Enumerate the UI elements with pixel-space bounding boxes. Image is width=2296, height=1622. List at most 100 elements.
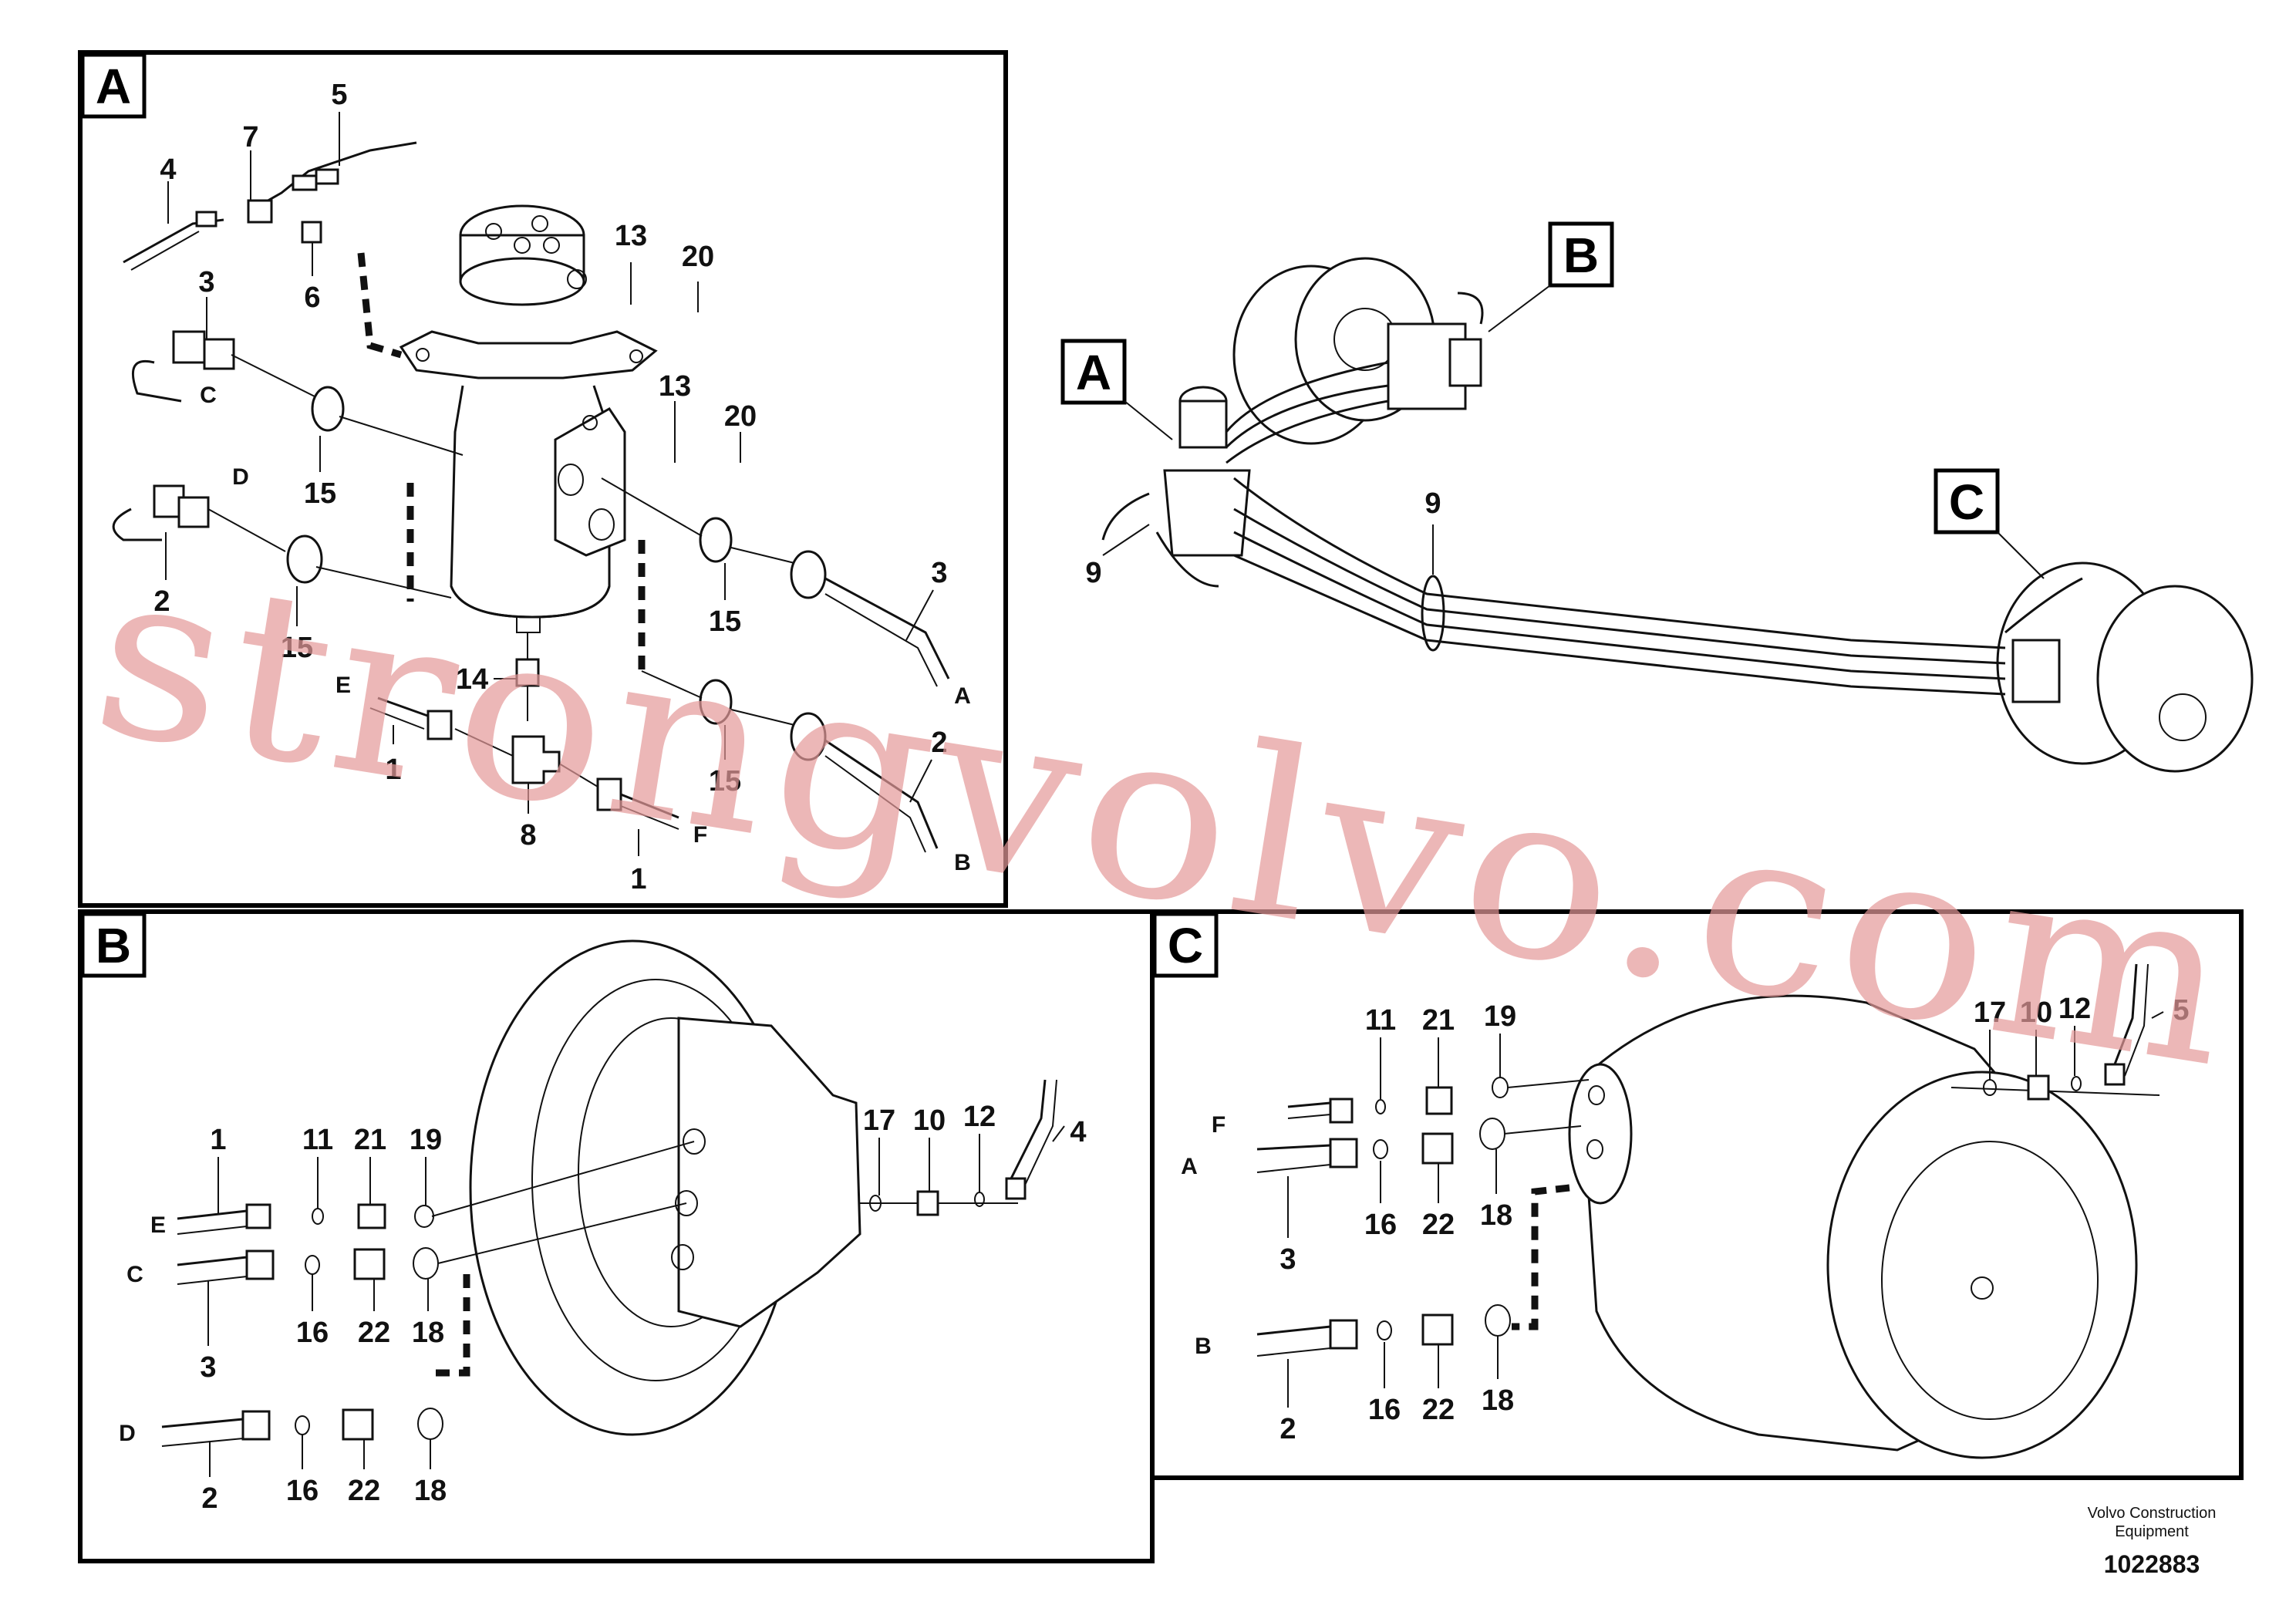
callout-c-2: 2 (1279, 1413, 1296, 1445)
panel-c-fittings (1256, 963, 2160, 1357)
panel-a-leaders (165, 112, 934, 856)
callout-b-12: 12 (963, 1101, 996, 1133)
callout-a-2-right: 2 (931, 727, 947, 759)
panel-b-badge-label: B (96, 918, 131, 973)
panel-b-dashed-link (432, 1274, 470, 1377)
callout-b-3: 3 (200, 1351, 216, 1384)
callout-c-16-lower: 16 (1368, 1394, 1401, 1426)
callout-b-16-upper: 16 (296, 1317, 329, 1349)
overview-motor-c (1996, 561, 2254, 773)
callout-b-22-upper: 22 (358, 1317, 390, 1349)
callout-a-1-left: 1 (385, 754, 401, 786)
callout-a-14: 14 (456, 663, 488, 696)
panel-c-dashed-link (1512, 1184, 1570, 1330)
panel-c-badge[interactable] (1152, 912, 1219, 978)
callout-c-22-upper: 22 (1422, 1209, 1455, 1241)
callout-c-3: 3 (1279, 1243, 1296, 1276)
callout-a-4: 4 (160, 153, 176, 186)
panel-b-badge[interactable] (80, 912, 147, 978)
callout-b-19: 19 (410, 1124, 442, 1156)
footer-brand-line1: Volvo Construction (2087, 1505, 2217, 1522)
panel-b: B (78, 909, 1155, 1563)
port-letter-a-a: A (954, 683, 971, 709)
panel-a-badge[interactable] (80, 52, 147, 119)
callout-c-22-lower: 22 (1422, 1394, 1455, 1426)
hose-assemblies (112, 141, 950, 853)
port-letter-c-a: A (1181, 1154, 1198, 1179)
footer-brand: Volvo Construction Equipment (2052, 1504, 2252, 1541)
port-letter-a-e: E (335, 673, 351, 698)
port-letter-b-c: C (126, 1262, 143, 1287)
callout-c-16-upper: 16 (1364, 1209, 1397, 1241)
callout-c-5: 5 (2173, 994, 2189, 1027)
callout-a-1-bottom: 1 (630, 863, 646, 895)
port-letter-c-f: F (1212, 1112, 1226, 1138)
callout-c-19: 19 (1484, 1000, 1516, 1033)
travel-motor-c (1568, 994, 2138, 1459)
callout-a-15-lower-left: 15 (281, 632, 313, 664)
callout-overview-9-clamp: 9 (1424, 487, 1441, 520)
callout-a-15-lower-right: 15 (709, 765, 741, 798)
overview-badge-a-label: A (1076, 345, 1111, 400)
callout-b-1: 1 (210, 1124, 226, 1156)
overview-badge-b-label: B (1563, 228, 1599, 283)
overview-hose-clamp (1421, 575, 1445, 652)
overview-badge-c[interactable] (1934, 468, 2000, 534)
callout-c-12: 12 (2058, 993, 2091, 1025)
callout-a-20-bottom: 20 (724, 400, 757, 433)
callout-b-2: 2 (201, 1482, 217, 1515)
callout-a-13-top: 13 (615, 220, 647, 252)
callout-a-13-bottom: 13 (659, 370, 691, 403)
callout-a-6: 6 (304, 282, 320, 314)
callout-b-11: 11 (302, 1124, 333, 1156)
panel-c-leaders (1287, 1011, 2164, 1408)
panel-c: C (1150, 909, 2244, 1480)
panel-c-frame (1150, 909, 2244, 1480)
panel-b-fittings (161, 1079, 1057, 1447)
dashed-link-top (357, 252, 403, 359)
callout-b-18-upper: 18 (412, 1317, 444, 1349)
overview-badge-c-label: C (1949, 474, 1984, 530)
panel-a-frame (78, 50, 1008, 908)
callout-b-10: 10 (913, 1104, 946, 1137)
callout-c-18-lower: 18 (1482, 1384, 1514, 1417)
port-letter-b-e: E (150, 1212, 166, 1238)
callout-c-11: 11 (1365, 1004, 1396, 1037)
callout-a-3-top: 3 (198, 266, 214, 298)
callout-overview-9-left: 9 (1085, 557, 1101, 589)
callout-a-15-upper-right: 15 (709, 605, 741, 638)
overview-badge-b[interactable] (1548, 221, 1614, 288)
watermark-text: strongvolvo.com (79, 516, 2254, 1120)
port-letter-c-b: B (1195, 1334, 1212, 1359)
drawing-number: 1022883 (2103, 1550, 2200, 1578)
travel-motor-b (469, 939, 861, 1436)
overview-motor-b (1232, 257, 1482, 445)
callout-a-8: 8 (520, 819, 536, 851)
overview-hose-bundle (1101, 292, 2083, 696)
callout-c-17: 17 (1974, 996, 2006, 1029)
port-letter-a-d: D (232, 464, 249, 490)
callout-b-22-lower: 22 (348, 1475, 380, 1507)
callout-b-17: 17 (863, 1104, 895, 1137)
footer-brand-line2: Equipment (2115, 1523, 2189, 1540)
callout-b-4: 4 (1070, 1116, 1086, 1148)
callout-c-18-upper: 18 (1480, 1199, 1512, 1232)
port-letter-a-b: B (954, 850, 971, 875)
callout-c-10: 10 (2020, 996, 2052, 1029)
callout-c-21: 21 (1422, 1004, 1455, 1037)
panel-a-badge-label: A (96, 59, 131, 114)
overview-rotary-joint (1163, 386, 1251, 557)
callout-a-7: 7 (242, 121, 258, 153)
panel-a: A (78, 50, 1008, 908)
callout-a-2-left: 2 (153, 585, 170, 618)
callout-b-18-lower: 18 (414, 1475, 447, 1507)
panel-c-badge-label: C (1168, 918, 1203, 973)
callout-a-15-upper-left: 15 (304, 477, 336, 510)
callout-a-5: 5 (331, 79, 347, 111)
overview-badge-a[interactable] (1060, 339, 1127, 405)
rotary-joint (399, 204, 658, 633)
callout-a-20-top: 20 (682, 241, 714, 273)
callout-b-16-lower: 16 (286, 1475, 319, 1507)
callout-b-21: 21 (354, 1124, 386, 1156)
